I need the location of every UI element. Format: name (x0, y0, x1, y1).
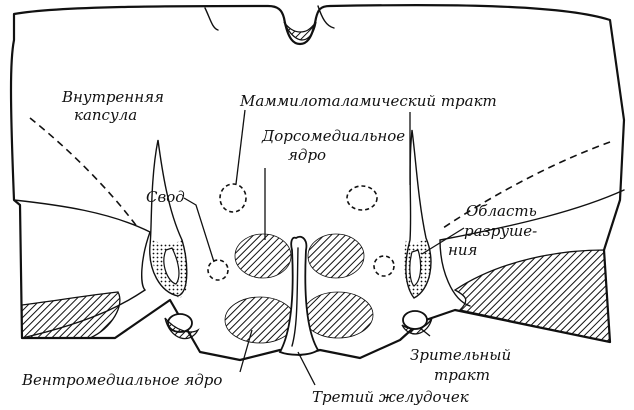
left-hatched-region (21, 291, 121, 339)
internal-capsule-boundary-left (29, 117, 139, 229)
fornix-left (207, 259, 229, 281)
label-dorsomedial-1: Дорсомедиальное (261, 127, 405, 145)
ventromedial-nucleus-right (302, 291, 374, 339)
right-hatched-region (453, 249, 611, 343)
section-outline (9, 4, 626, 362)
leader-third-ventricle (297, 351, 316, 386)
internal-capsule-boundary-right (439, 141, 611, 231)
label-fornix: Свод (146, 188, 185, 206)
label-lesion-2: разруше- (464, 222, 537, 240)
ventromedial-nucleus-left (224, 296, 296, 344)
right-lesion-core (409, 249, 422, 287)
left-lesion-core (163, 247, 180, 285)
mammillothalamic-tract-left (219, 183, 247, 213)
leader-lesion (421, 227, 465, 255)
label-internal-capsule-2: капсула (74, 106, 137, 124)
label-mammillothalamic: Маммилоталамический тракт (239, 92, 497, 110)
label-third-ventricle: Третий желудочек (312, 388, 469, 406)
right-lateral-contour (439, 189, 625, 307)
leader-optic-tract (419, 327, 431, 337)
dorsomedial-nucleus-left (234, 233, 292, 279)
top-notch-inner (283, 21, 317, 41)
leader-mammillothalamic-left (235, 109, 246, 185)
dorsomedial-nucleus-right (307, 233, 365, 279)
label-ventromedial: Вентромедиальное ядро (21, 371, 222, 389)
top-notch-right (317, 5, 335, 29)
top-notch-left (204, 7, 219, 31)
label-internal-capsule-1: Внутренняя (61, 88, 164, 106)
third-ventricle-lumen (291, 247, 299, 347)
label-lesion-3: ния (448, 241, 477, 259)
label-lesion-1: Область (466, 202, 537, 220)
fornix-right (373, 255, 395, 277)
label-dorsomedial-2: ядро (288, 146, 326, 164)
label-optic-tract-2: тракт (434, 366, 490, 384)
leader-ventromedial (239, 329, 253, 373)
label-optic-tract-1: Зрительный (410, 346, 511, 364)
optic-tract-right-hatch (401, 317, 433, 335)
leader-fornix (183, 197, 215, 263)
optic-tract-left-hatch (164, 317, 200, 340)
mammillothalamic-tract-right (346, 185, 378, 211)
